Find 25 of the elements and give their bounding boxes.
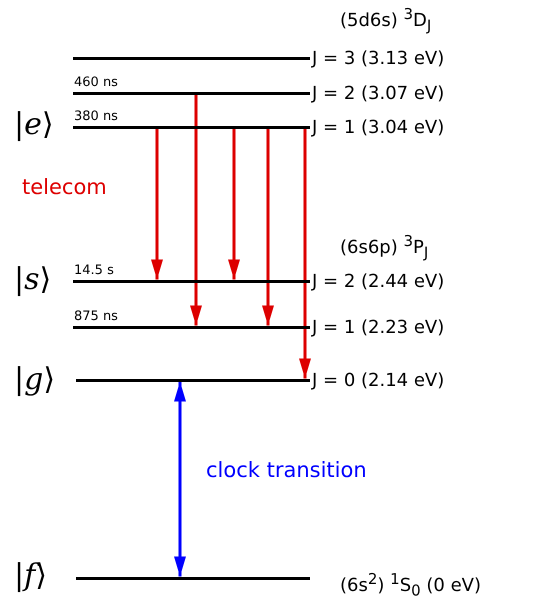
arrow (262, 128, 274, 326)
arrow (151, 128, 163, 280)
lifetime-label: 380 ns (74, 109, 118, 125)
level-label: J = 2 (2.44 eV) (312, 270, 444, 294)
note-label: telecom (22, 175, 107, 199)
state-label: |e⟩ (14, 107, 54, 143)
state-label: |g⟩ (14, 362, 56, 398)
level-label: (6s$^{2}$) $^{1}$S$_{0}$ (0 eV) (340, 568, 482, 601)
double-arrow (174, 382, 186, 576)
state-label: |f⟩ (14, 558, 47, 594)
arrow (299, 128, 311, 378)
level-label: J = 1 (3.04 eV) (312, 116, 444, 140)
term-label: (6s6p) $^{3}$P$_{J}$ (340, 232, 428, 262)
edge-label: clock transition (206, 458, 367, 482)
lifetime-label: 875 ns (74, 309, 118, 325)
level-label: J = 3 (3.13 eV) (312, 46, 444, 70)
level-label: J = 1 (2.23 eV) (312, 316, 444, 340)
state-label: |s⟩ (14, 262, 52, 298)
arrow (190, 94, 202, 326)
level-label: J = 0 (2.14 eV) (312, 368, 444, 392)
term-label: (5d6s) $^{3}$D$_{J}$ (340, 5, 432, 35)
level-label: J = 2 (3.07 eV) (312, 82, 444, 106)
arrow (228, 128, 240, 280)
lifetime-label: 14.5 s (74, 263, 114, 279)
lifetime-label: 460 ns (74, 75, 118, 91)
